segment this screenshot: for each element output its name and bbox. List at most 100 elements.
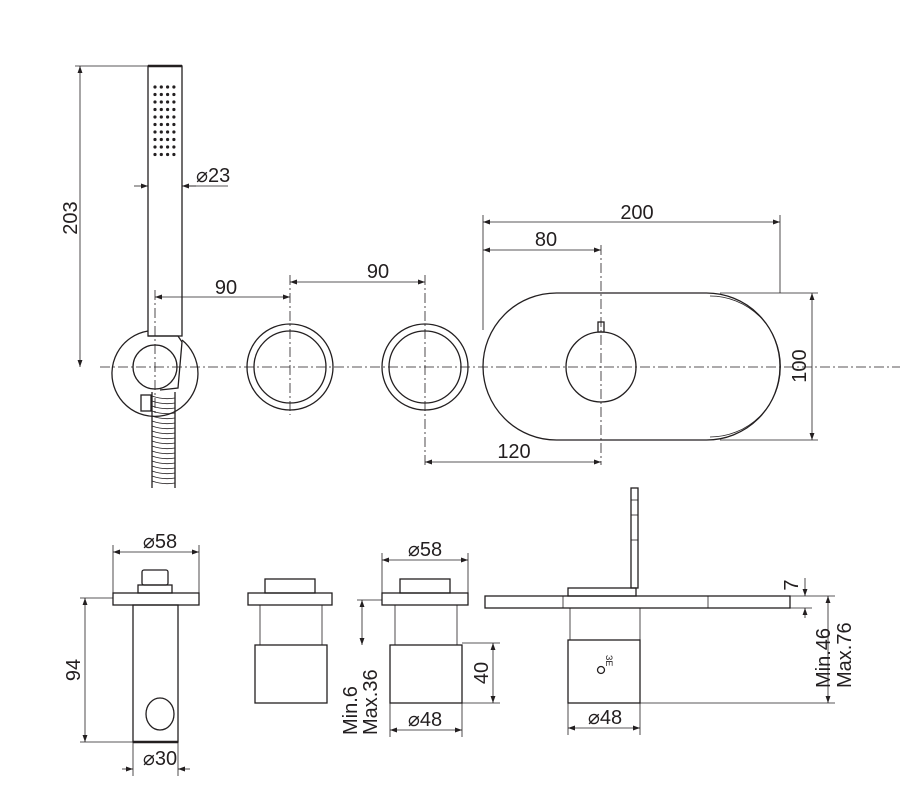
hose-coil xyxy=(151,425,176,430)
dimension-knob-d48: ⌀48 xyxy=(389,703,463,737)
diverter-knob-side xyxy=(247,578,333,704)
dim-label-90: 90 xyxy=(215,277,237,299)
nozzle-dot xyxy=(166,100,170,104)
nozzle-dot xyxy=(153,122,157,127)
diverter-knob-front xyxy=(246,275,334,415)
nozzle-dot xyxy=(153,107,157,112)
dimension-90-first: 90 xyxy=(155,277,290,300)
dimension-knob-d58: ⌀58 xyxy=(381,539,469,593)
hose-coil xyxy=(151,475,176,480)
nozzle-dot xyxy=(153,100,157,104)
nozzle-dot xyxy=(159,115,163,119)
nozzle-dot xyxy=(166,152,170,157)
dim-label-90: 90 xyxy=(367,261,389,283)
top-view: 203 ⌀23 90 xyxy=(60,64,900,488)
hose-coil xyxy=(151,420,176,425)
dimension-mixer-d48: ⌀48 xyxy=(567,703,641,735)
shower-hose xyxy=(151,392,176,488)
mixer-marking: ЗЕ xyxy=(604,655,614,666)
dim-label-120: 120 xyxy=(497,441,530,463)
hose-coil xyxy=(151,460,176,465)
nozzle-dot xyxy=(172,145,176,149)
nozzle-dot xyxy=(153,92,157,97)
nozzle-dot xyxy=(166,130,170,134)
hand-shower xyxy=(147,64,183,337)
hose-coil xyxy=(151,435,176,440)
hose-coil xyxy=(151,465,176,470)
nozzle-dot xyxy=(159,85,163,89)
hose-coil xyxy=(151,400,176,405)
dim-label-max76: Max.76 xyxy=(834,622,856,688)
nozzle-dot xyxy=(166,137,170,142)
nozzle-dot xyxy=(166,122,170,127)
hose-coil xyxy=(151,440,176,445)
dimension-holder-d58: ⌀58 xyxy=(112,531,200,593)
dimension-203: 203 xyxy=(60,65,148,367)
nozzle-dot xyxy=(153,137,157,142)
dimension-200: 200 xyxy=(482,202,781,330)
mixer-side: ЗЕ xyxy=(484,487,791,704)
nozzle-dot xyxy=(153,85,157,89)
hose-coil xyxy=(151,415,176,420)
volume-knob-front xyxy=(381,275,469,465)
shower-holder-front xyxy=(111,290,199,488)
nozzle-dot xyxy=(159,145,163,149)
nozzle-dot xyxy=(153,115,157,119)
nozzle-dot xyxy=(172,130,176,134)
nozzle-dot xyxy=(166,85,170,89)
dim-label-100: 100 xyxy=(789,349,811,382)
hose-coil xyxy=(151,445,176,450)
hose-coil xyxy=(151,455,176,460)
nozzle-dot xyxy=(172,100,176,104)
dim-label-d58: ⌀58 xyxy=(408,539,442,561)
shower-holder-side xyxy=(112,569,200,744)
nozzle-dot xyxy=(153,130,157,134)
nozzle-dot xyxy=(166,107,170,112)
mixer-plate-front xyxy=(482,245,781,465)
dim-label-203: 203 xyxy=(60,201,82,234)
nozzle-dot xyxy=(159,137,163,142)
nozzle-dot xyxy=(172,122,176,127)
side-view: ⌀58 94 ⌀30 xyxy=(63,487,856,776)
dim-label-d23: ⌀23 xyxy=(196,165,230,187)
nozzle-dot xyxy=(153,152,157,157)
dim-label-40: 40 xyxy=(471,662,493,684)
dimension-min46-max76: Min.46 Max.76 xyxy=(640,596,856,704)
nozzle-dot xyxy=(159,107,163,112)
nozzle-dot xyxy=(172,115,176,119)
hose-coil xyxy=(151,480,176,485)
nozzle-dot xyxy=(153,145,157,149)
nozzle-dot xyxy=(159,100,163,104)
dim-label-min46: Min.46 xyxy=(813,628,835,688)
dim-label-7: 7 xyxy=(781,579,803,590)
spray-nozzles xyxy=(153,85,176,157)
hose-coil xyxy=(151,405,176,410)
dimension-90-second: 90 xyxy=(290,261,425,285)
dimension-94: 94 xyxy=(63,597,133,743)
dimension-120: 120 xyxy=(425,441,601,465)
nozzle-dot xyxy=(172,152,176,157)
dimension-80: 80 xyxy=(483,229,601,253)
nozzle-dot xyxy=(159,130,163,134)
hose-coil xyxy=(151,410,176,415)
dim-label-d30: ⌀30 xyxy=(143,748,177,770)
nozzle-dot xyxy=(172,92,176,97)
nozzle-dot xyxy=(166,115,170,119)
nozzle-dot xyxy=(159,152,163,157)
dimension-40: 40 xyxy=(462,642,500,704)
nozzle-dot xyxy=(172,137,176,142)
dim-label-min6: Min.6 xyxy=(340,686,362,735)
dim-label-d48: ⌀48 xyxy=(408,709,442,731)
nozzle-dot xyxy=(172,107,176,112)
dimension-7: 7 xyxy=(781,578,835,618)
dimension-holder-d30: ⌀30 xyxy=(122,742,190,776)
volume-knob-side xyxy=(381,578,469,704)
dim-label-d58: ⌀58 xyxy=(143,531,177,553)
hose-coil xyxy=(151,430,176,435)
dimension-min6-max36: Min.6 Max.36 xyxy=(340,599,382,735)
dim-label-80: 80 xyxy=(535,229,557,251)
nozzle-dot xyxy=(172,85,176,89)
hose-coil xyxy=(151,395,176,400)
hose-coil xyxy=(151,470,176,475)
